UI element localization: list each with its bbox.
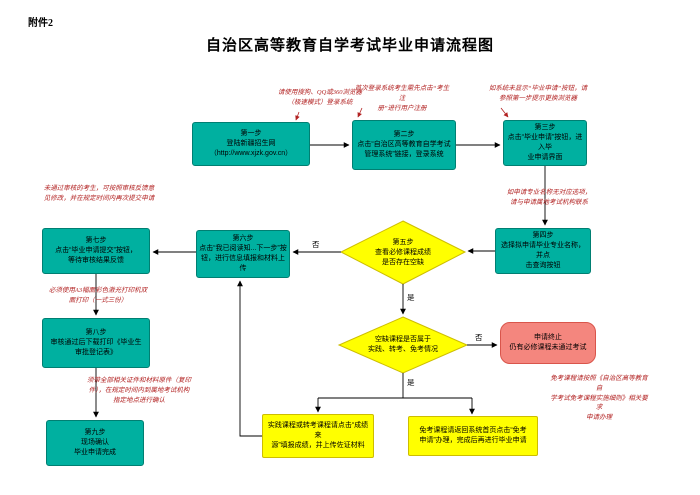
note-exempt-rule: 免考课程请按照《自治区高等教育自 学考试免考课程实施细则》相关要求 申请办理: [550, 375, 648, 421]
label-yes-2: 是: [407, 378, 415, 387]
step-2-box: 第二步 点击“自治区高等教育自学考试 管理系统”链接，登录系统: [352, 120, 456, 170]
label-yes-1: 是: [407, 293, 415, 302]
note-no-button: 如系统未显示“毕业申请”按钮，请 参照第一步提示更换浏览器: [488, 85, 588, 102]
step-8-label: 第八步: [85, 329, 107, 337]
step-7-label: 第七步: [85, 237, 107, 245]
step-2-text: 点击“自治区高等教育自学考试 管理系统”链接，登录系统: [357, 141, 451, 158]
practice-action-text: 实践课程或转考课程请点击“成绩来 源”填报成绩，并上传佐证材料: [267, 422, 369, 449]
note-browser: 请使用搜狗、QQ或360浏览器 （极速模式）登录系统: [277, 89, 363, 106]
step-1-text: 登陆新疆招生网 （http://www.xjzk.gov.cn）: [209, 140, 293, 157]
step-4-box: 第四步 选择拟申请毕业专业名称，并点 击查询按钮: [495, 228, 591, 274]
gap-course-decision-label: 空缺课程是否属于 实践、转考、免考情况: [368, 336, 438, 353]
step-6-box: 第六步 点击“我已阅读知...下一步”按 钮，进行信息填报和材料上传: [196, 230, 290, 278]
exempt-action-text: 免考课程请返回系统首页点击“免考 申请”办理，完成后再进行毕业申请: [419, 427, 527, 444]
step-6-label: 第六步: [232, 235, 254, 243]
step-1-label: 第一步: [240, 130, 262, 138]
note-arrow-browser: [295, 111, 300, 121]
arrow-practice-loopback-step6: [237, 280, 262, 437]
attachment-label: 附件2: [28, 18, 53, 29]
page-title: 自治区高等教育自学考试毕业申请流程图: [205, 38, 494, 54]
step-8-text: 审核通过后下载打印《毕业生 审批登记表》: [50, 339, 142, 356]
practice-action-box: 实践课程或转考课程请点击“成绩来 源”填报成绩，并上传佐证材料: [262, 414, 374, 458]
step-1-box: 第一步 登陆新疆招生网 （http://www.xjzk.gov.cn）: [192, 122, 310, 166]
step-5-text: 查看必修课程成绩 是否存在空缺: [375, 249, 431, 266]
step-4-label: 第四步: [532, 232, 554, 240]
note-arrow-no-button: [500, 107, 509, 118]
note-print: 必须使用A3幅面彩色激光打印机双 面打印（一式三份）: [48, 287, 148, 304]
step-8-box: 第八步 审核通过后下载打印《毕业生 审批登记表》: [42, 318, 150, 368]
step-9-text: 现场确认 毕业申请完成: [74, 439, 116, 456]
step-2-label: 第二步: [393, 131, 415, 139]
step-6-text: 点击“我已阅读知...下一步”按 钮，进行信息填报和材料上传: [199, 245, 287, 272]
step-7-box: 第七步 点击“毕业申请提交”按钮， 等待审核结果反馈: [42, 228, 150, 274]
step-5-decision-text: 第五步 查看必修课程成绩 是否存在空缺: [341, 226, 465, 280]
step-3-label: 第三步: [534, 124, 556, 132]
step-3-box: 第三步 点击“毕业申请”按钮，进入毕 业申请界面: [503, 120, 587, 166]
step-3-text: 点击“毕业申请”按钮，进入毕 业申请界面: [507, 134, 583, 161]
note-major: 如申请专业名称无对应选项， 请与申请属地考试机构联系: [506, 189, 592, 206]
note-resubmit: 未通过审核的考生，可按照审核反馈意 见修改，并在规定时间内再次提交申请: [43, 185, 155, 202]
step-9-label: 第九步: [84, 429, 106, 437]
step-4-text: 选择拟申请毕业专业名称，并点 击查询按钮: [501, 242, 585, 269]
exempt-action-box: 免考课程请返回系统首页点击“免考 申请”办理，完成后再进行毕业申请: [408, 416, 538, 456]
label-no-1: 否: [312, 240, 320, 249]
step-9-box: 第九步 现场确认 毕业申请完成: [46, 420, 144, 466]
label-no-2: 否: [475, 333, 483, 342]
terminate-text: 仍有必修课程未通过考试: [509, 344, 587, 351]
gap-course-decision-text: 空缺课程是否属于 实践、转考、免考情况: [339, 322, 467, 368]
terminate-label: 申请终止: [534, 334, 562, 342]
note-confirm: 须带全部相关证件和材料原件（复印 件），在规定时间内到属地考试机构 指定地点进行…: [87, 377, 191, 404]
step-5-label: 第五步: [392, 239, 414, 247]
step-7-text: 点击“毕业申请提交”按钮， 等待审核结果反馈: [55, 247, 137, 264]
note-register: 首次登录系统考生需先点击“考生注 册”进行用户注册: [354, 85, 450, 112]
terminate-box: 申请终止 仍有必修课程未通过考试: [500, 322, 596, 364]
